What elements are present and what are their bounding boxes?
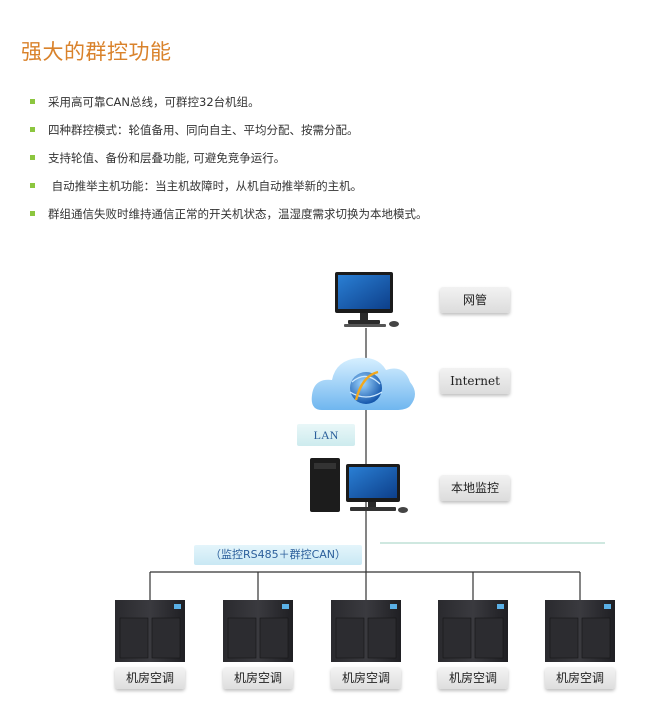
bullet-icon xyxy=(30,155,35,160)
local-monitor-label: 本地监控 xyxy=(440,475,510,501)
ac-unit-label: 机房空调 xyxy=(115,667,185,689)
network-management-label: 网管 xyxy=(440,287,510,313)
feature-item: 四种群控模式：轮值备用、同向自主、平均分配、按需分配。 xyxy=(30,122,630,150)
ac-unit-icon xyxy=(438,600,508,662)
feature-text: 采用高可靠CAN总线，可群控32台机组。 xyxy=(48,95,260,109)
page-title: 强大的群控功能 xyxy=(21,40,172,64)
ac-unit-label: 机房空调 xyxy=(331,667,401,689)
ac-unit-label: 机房空调 xyxy=(438,667,508,689)
cloud-icon xyxy=(311,357,415,410)
bullet-icon xyxy=(30,127,35,132)
lan-label: LAN xyxy=(297,424,355,446)
feature-item: 采用高可靠CAN总线，可群控32台机组。 xyxy=(30,94,630,122)
ac-unit-label: 机房空调 xyxy=(223,667,293,689)
feature-item: 支持轮值、备份和层叠功能, 可避免竞争运行。 xyxy=(30,150,630,178)
monitor-icon xyxy=(335,272,399,327)
bullet-icon xyxy=(30,211,35,216)
bullet-icon xyxy=(30,183,35,188)
bus-label: （监控RS485＋群控CAN） xyxy=(194,545,362,565)
feature-text: 支持轮值、备份和层叠功能, 可避免竞争运行。 xyxy=(48,151,286,165)
ac-unit-icon xyxy=(331,600,401,662)
ac-unit-icon xyxy=(545,600,615,662)
feature-item: 群组通信失败时维持通信正常的开关机状态，温湿度需求切换为本地模式。 xyxy=(30,206,630,234)
ac-unit-icon xyxy=(115,600,185,662)
ac-unit-icon xyxy=(223,600,293,662)
feature-text: 自动推举主机功能：当主机故障时，从机自动推举新的主机。 xyxy=(48,179,363,193)
internet-label: Internet xyxy=(440,368,510,394)
feature-list: 采用高可靠CAN总线，可群控32台机组。 四种群控模式：轮值备用、同向自主、平均… xyxy=(30,94,630,234)
pc-icon xyxy=(310,458,408,513)
feature-item: 自动推举主机功能：当主机故障时，从机自动推举新的主机。 xyxy=(30,178,630,206)
feature-text: 四种群控模式：轮值备用、同向自主、平均分配、按需分配。 xyxy=(48,123,359,137)
feature-text: 群组通信失败时维持通信正常的开关机状态，温湿度需求切换为本地模式。 xyxy=(48,207,428,221)
ac-unit-label: 机房空调 xyxy=(545,667,615,689)
bullet-icon xyxy=(30,99,35,104)
